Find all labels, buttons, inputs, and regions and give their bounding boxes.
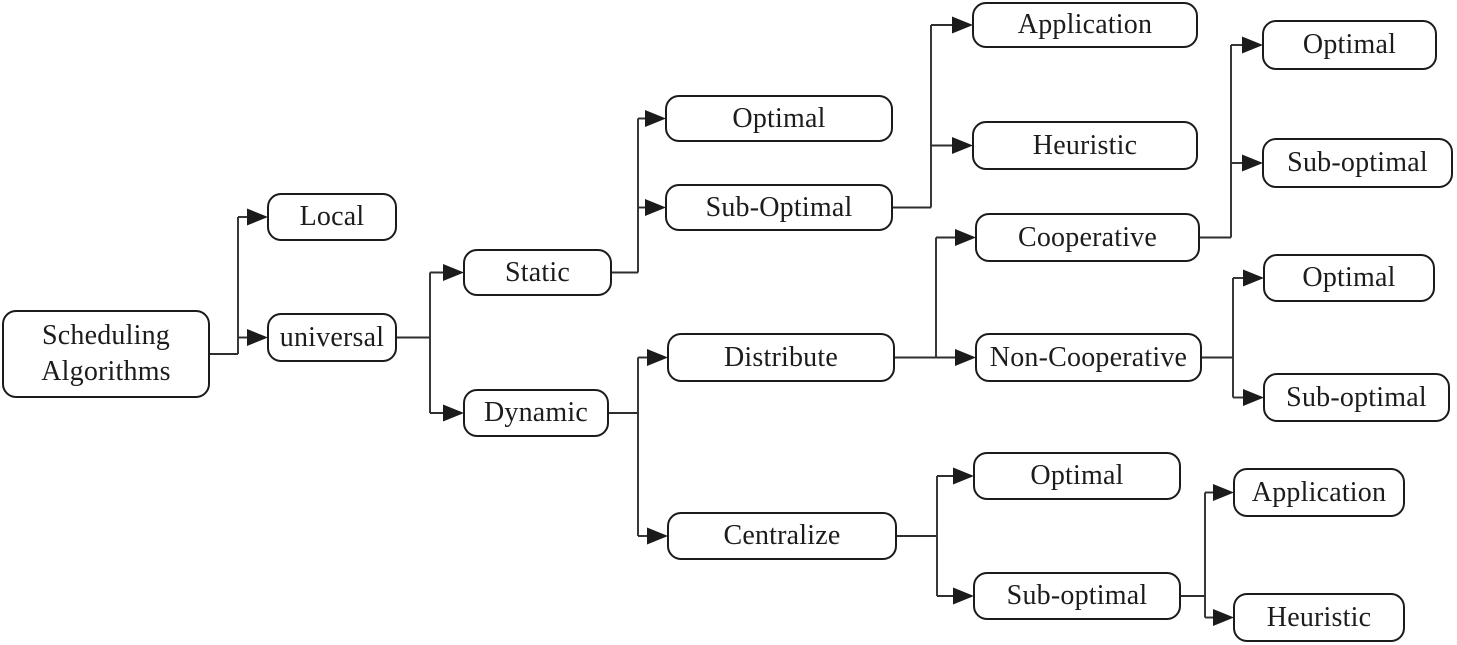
arrowhead-icon <box>647 527 668 545</box>
arrowhead-icon <box>1213 484 1234 501</box>
node-static-optimal: Optimal <box>665 95 893 142</box>
node-label-non-coop-optimal: Optimal <box>1302 262 1396 294</box>
node-distribute: Distribute <box>667 333 895 382</box>
node-label-heuristic-static: Heuristic <box>1032 129 1138 161</box>
node-label-local: Local <box>299 201 365 233</box>
arrowhead-icon <box>443 264 464 281</box>
node-label-centralize-optimal: Optimal <box>1030 460 1124 492</box>
arrowhead-icon <box>645 110 666 127</box>
arrowhead-icon <box>955 349 976 366</box>
arrowhead-icon <box>953 587 974 605</box>
arrowhead-icon <box>1242 154 1263 172</box>
node-label-application-static: Application <box>1017 9 1153 41</box>
node-cooperative-sub-optimal: Sub-optimal <box>1262 138 1453 188</box>
node-label-application-central: Application <box>1251 476 1387 508</box>
node-label-static-sub-optimal: Sub-Optimal <box>705 191 853 223</box>
arrowhead-icon <box>645 199 666 216</box>
node-label-heuristic-central: Heuristic <box>1266 601 1372 633</box>
node-static-sub-optimal: Sub-Optimal <box>665 184 893 231</box>
arrowhead-icon <box>1243 389 1264 406</box>
arrowhead-icon <box>955 229 976 246</box>
node-label-cooperative: Cooperative <box>1017 221 1158 253</box>
arrowhead-icon <box>1243 269 1264 287</box>
arrowhead-icon <box>952 16 973 34</box>
node-heuristic-static: Heuristic <box>972 121 1198 170</box>
node-universal: universal <box>267 313 397 362</box>
node-centralize-sub-optimal: Sub-optimal <box>973 572 1181 620</box>
node-label-non-cooperative: Non-Cooperative <box>989 341 1188 373</box>
node-label-static-optimal: Optimal <box>732 102 826 134</box>
node-heuristic-central: Heuristic <box>1233 593 1405 642</box>
node-dynamic: Dynamic <box>463 389 609 437</box>
arrowhead-icon <box>952 137 973 154</box>
node-static: Static <box>463 249 612 296</box>
arrowhead-icon <box>647 349 668 366</box>
node-local: Local <box>267 193 397 241</box>
node-label-universal: universal <box>279 321 385 353</box>
arrowhead-icon <box>247 329 268 346</box>
node-label-dynamic: Dynamic <box>483 397 589 429</box>
node-label-centralize: Centralize <box>723 520 841 552</box>
arrowhead-icon <box>953 467 974 485</box>
arrowhead-icon <box>247 208 268 226</box>
node-label-non-coop-sub-optimal: Sub-optimal <box>1286 381 1427 413</box>
node-non-cooperative: Non-Cooperative <box>975 333 1202 382</box>
node-label-scheduling-algorithms: Scheduling Algorithms <box>41 320 171 387</box>
node-scheduling-algorithms: Scheduling Algorithms <box>2 310 210 398</box>
node-label-static: Static <box>505 256 570 288</box>
node-centralize-optimal: Optimal <box>973 452 1181 500</box>
arrowhead-icon <box>1213 609 1234 626</box>
node-label-cooperative-optimal: Optimal <box>1302 29 1397 61</box>
node-cooperative: Cooperative <box>975 213 1200 262</box>
node-centralize: Centralize <box>667 512 897 560</box>
arrowhead-icon <box>1242 36 1263 54</box>
node-non-coop-sub-optimal: Sub-optimal <box>1263 373 1450 422</box>
node-non-coop-optimal: Optimal <box>1263 254 1435 302</box>
node-label-centralize-sub-optimal: Sub-optimal <box>1006 580 1148 612</box>
node-application-static: Application <box>972 2 1198 48</box>
node-cooperative-optimal: Optimal <box>1262 20 1437 70</box>
arrowhead-icon <box>443 404 464 422</box>
node-application-central: Application <box>1233 468 1405 517</box>
node-label-cooperative-sub-optimal: Sub-optimal <box>1287 147 1428 179</box>
node-label-distribute: Distribute <box>724 341 838 373</box>
